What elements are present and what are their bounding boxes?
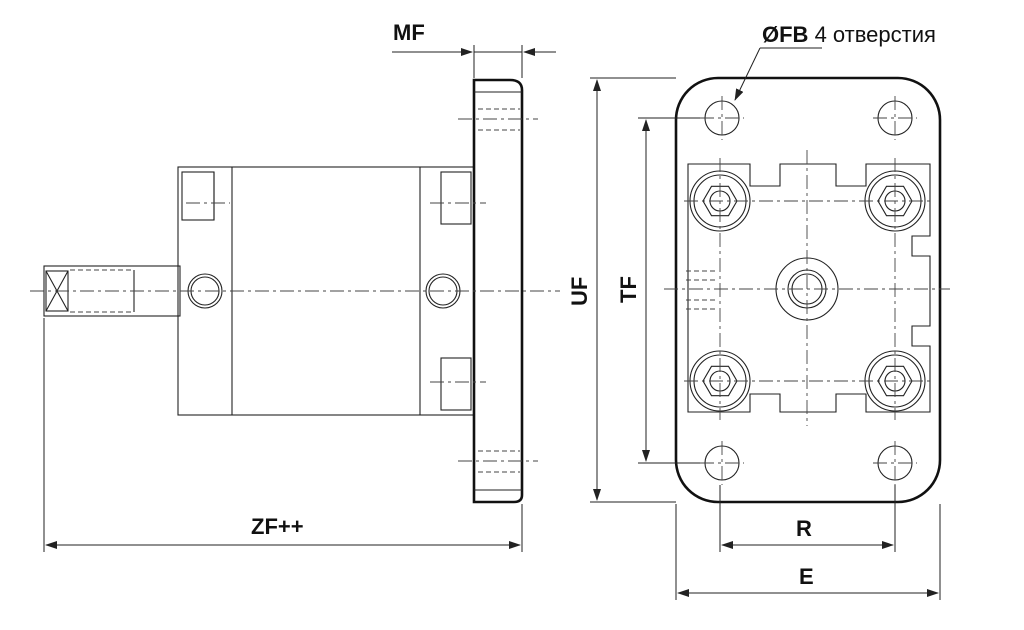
label-tf: TF bbox=[616, 276, 641, 303]
label-fb-code: ØFB bbox=[762, 22, 808, 47]
dim-zf: ZF++ bbox=[43, 318, 523, 552]
front-flange-outline bbox=[674, 76, 942, 504]
dim-r: R bbox=[719, 485, 896, 552]
side-view bbox=[30, 78, 560, 504]
cylinder-body bbox=[177, 166, 475, 416]
label-fb-text: 4 отверстия bbox=[808, 22, 935, 47]
leader-fb: ØFB 4 отверстия bbox=[734, 22, 936, 101]
label-e: E bbox=[799, 564, 814, 589]
label-zf: ZF++ bbox=[251, 514, 304, 539]
front-view bbox=[664, 76, 950, 504]
tie-rod-nuts bbox=[689, 170, 926, 412]
label-r: R bbox=[796, 516, 812, 541]
label-uf: UF bbox=[567, 277, 592, 306]
label-mf: MF bbox=[393, 20, 425, 45]
mounting-holes bbox=[704, 100, 913, 481]
front-body-profile bbox=[687, 163, 931, 413]
dim-tf: TF bbox=[616, 117, 700, 464]
front-centerlines bbox=[664, 96, 950, 485]
dim-mf: MF bbox=[392, 20, 556, 78]
label-fb: ØFB 4 отверстия bbox=[762, 22, 936, 47]
flange-plate bbox=[430, 78, 538, 504]
dim-e: E bbox=[675, 504, 941, 600]
dim-uf: UF bbox=[567, 77, 676, 503]
hidden-port bbox=[686, 270, 716, 310]
